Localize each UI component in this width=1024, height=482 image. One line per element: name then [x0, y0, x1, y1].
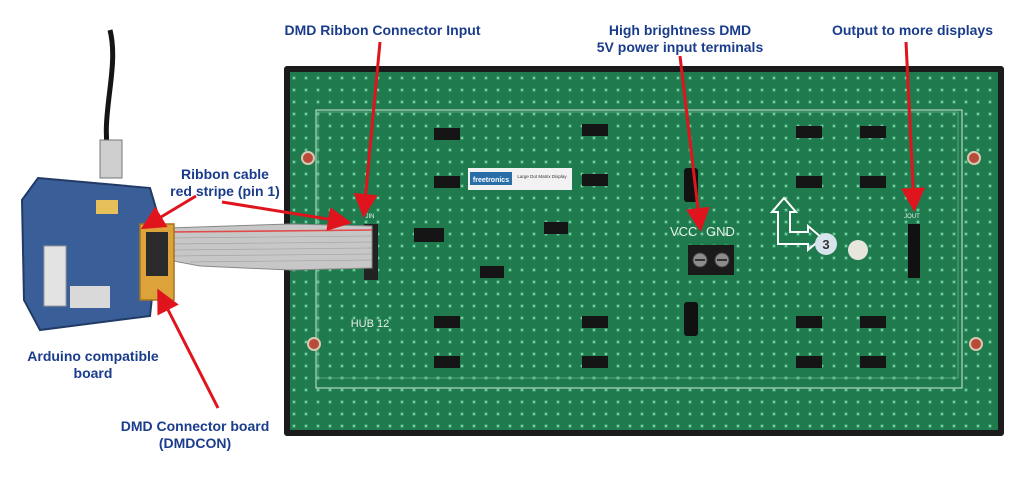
arduino-line1: Arduino compatible: [27, 348, 159, 364]
direction-marker: 3: [769, 196, 868, 260]
ribbon-input-label: DMD Ribbon Connector Input: [284, 22, 481, 38]
gnd-text: GND: [706, 224, 735, 239]
output-header: JOUT: [904, 214, 920, 278]
callout-arrows: [140, 41, 926, 409]
power-terminals: VCC GND: [670, 224, 735, 275]
ribbon-cable-label: Ribbon cable red stripe (pin 1): [160, 166, 290, 200]
dmdcon-label: DMD Connector board (DMDCON): [100, 418, 290, 452]
power-label-line1: High brightness DMD: [608, 22, 752, 38]
ribbon-cable-line1: Ribbon cable: [181, 166, 269, 182]
dmdcon-line1: DMD Connector board: [120, 418, 270, 434]
mounting-holes: [301, 151, 983, 351]
output-label: Output to more displays: [831, 22, 993, 38]
dmdcon-line2: (DMDCON): [158, 435, 232, 451]
dmd-panel: [284, 66, 1004, 436]
ribbon-cable-line2: red stripe (pin 1): [170, 183, 280, 199]
circle-number: 3: [822, 237, 829, 252]
hub-text: HUB 12: [351, 318, 390, 330]
arduino-label: Arduino compatible board: [8, 348, 178, 382]
brand-text: freetronics: [473, 177, 509, 184]
power-label: High brightness DMD 5V power input termi…: [575, 22, 785, 56]
jin-text: JIN: [366, 214, 375, 220]
power-label-line2: 5V power input terminals: [596, 39, 764, 55]
board-subtitle: Large Dot Matrix Display: [517, 174, 567, 179]
brand-strip: freetronics Large Dot Matrix Display: [468, 168, 572, 190]
ribbon-cable: [167, 223, 373, 271]
arduino-board: [20, 29, 162, 332]
arduino-line2: board: [73, 365, 113, 381]
ic-chips: [414, 124, 886, 368]
dmdcon-board: [139, 223, 175, 301]
jout-text: JOUT: [904, 214, 920, 220]
vcc-text: VCC: [670, 224, 697, 239]
